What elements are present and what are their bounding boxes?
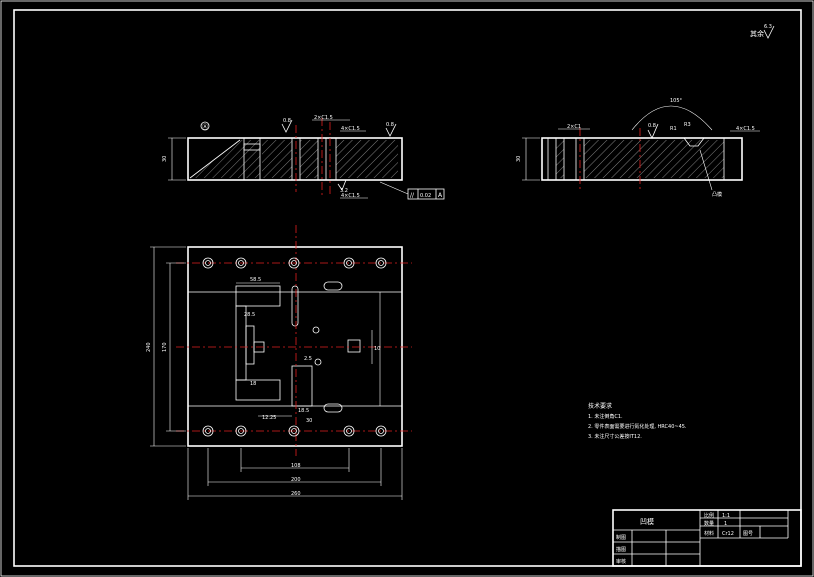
roughness-value: 6.3 [764, 24, 772, 30]
tol-symbol: // [410, 192, 415, 199]
title-row-2: 描图 [616, 546, 626, 553]
front-callout-1: 2×C1.5 [314, 115, 333, 121]
tech-item-1: 1. 未注倒角C1. [588, 413, 623, 420]
front-roughness-bottom: 3.2 [340, 188, 348, 194]
plan-view: 240 170 108 200 260 58.5 12.25 18.5 30 2… [146, 225, 412, 500]
plan-x2: 12.25 [262, 415, 276, 421]
tech-item-2: 2. 零件表面需要进行氮化处理, HRC40~45. [588, 423, 687, 430]
front-callout-3: 4×C1.5 [341, 193, 360, 199]
section-marker: Ⓐ [202, 123, 208, 131]
right-section-view: 30 2×C1 105° 0.8 R1 R3 4×C1.5 凸模 [516, 98, 760, 198]
roughness-label: 其余 [750, 29, 764, 38]
plan-overall-height: 240 [146, 342, 152, 352]
right-chamfer-2: 4×C1.5 [736, 126, 755, 132]
title-scale-label: 比例 [704, 512, 714, 519]
tech-item-3: 3. 未注尺寸公差按IT12. [588, 433, 642, 440]
front-roughness-left: 0.8 [283, 118, 291, 124]
right-chamfer: 2×C1 [567, 124, 581, 130]
right-roughness: 0.8 [648, 123, 656, 129]
right-note: 凸模 [712, 191, 722, 198]
bolt-holes [202, 257, 387, 437]
tech-title: 技术要求 [588, 402, 612, 410]
tol-value: 0.02 [420, 193, 431, 199]
front-callout-2: 4×C1.5 [341, 126, 360, 132]
right-angle: 105° [670, 98, 683, 104]
technical-requirements: 技术要求 1. 未注倒角C1. 2. 零件表面需要进行氮化处理, HRC40~4… [588, 402, 687, 440]
plan-x5: 10 [374, 346, 380, 352]
right-r3: R3 [684, 122, 691, 128]
title-row-1: 制图 [616, 534, 626, 541]
title-extra: 图号 [743, 531, 753, 537]
plan-x6: 18 [250, 381, 256, 387]
plan-hole-spacing: 108 [291, 463, 301, 469]
plan-x4: 30 [306, 418, 312, 424]
plan-overall-width: 260 [291, 491, 301, 497]
plan-inner-width: 200 [291, 477, 301, 483]
title-count-value: 1 [724, 521, 727, 527]
front-roughness-right: 0.8 [386, 122, 394, 128]
right-r1: R1 [670, 126, 677, 132]
right-height-dim: 30 [516, 156, 522, 162]
plan-x3: 18.5 [298, 408, 309, 414]
title-scale-value: 1:1 [722, 513, 730, 519]
title-count-label: 数量 [704, 520, 714, 527]
plan-inner-height: 170 [162, 342, 168, 352]
front-height-dim: 30 [162, 156, 168, 162]
title-part-name: 凹模 [640, 517, 654, 526]
title-material: Cr12 [722, 531, 734, 537]
front-section-view: 30 Ⓐ 2×C1.5 4×C1.5 4×C1.5 0.8 0.8 3.2 //… [162, 115, 445, 200]
inner-border [13, 9, 802, 567]
title-block: 凹模 比例 1:1 数量 1 材料 Cr12 图号 制图 描图 审核 [612, 509, 802, 567]
plan-x1: 28.5 [244, 312, 255, 318]
tol-datum: A [438, 192, 443, 199]
plan-x7: 2.5 [304, 356, 312, 362]
global-roughness: 其余 6.3 [750, 24, 775, 39]
plan-slot-width: 58.5 [250, 277, 261, 283]
title-material-label: 材料 [704, 530, 714, 537]
title-row-3: 审核 [616, 558, 626, 565]
